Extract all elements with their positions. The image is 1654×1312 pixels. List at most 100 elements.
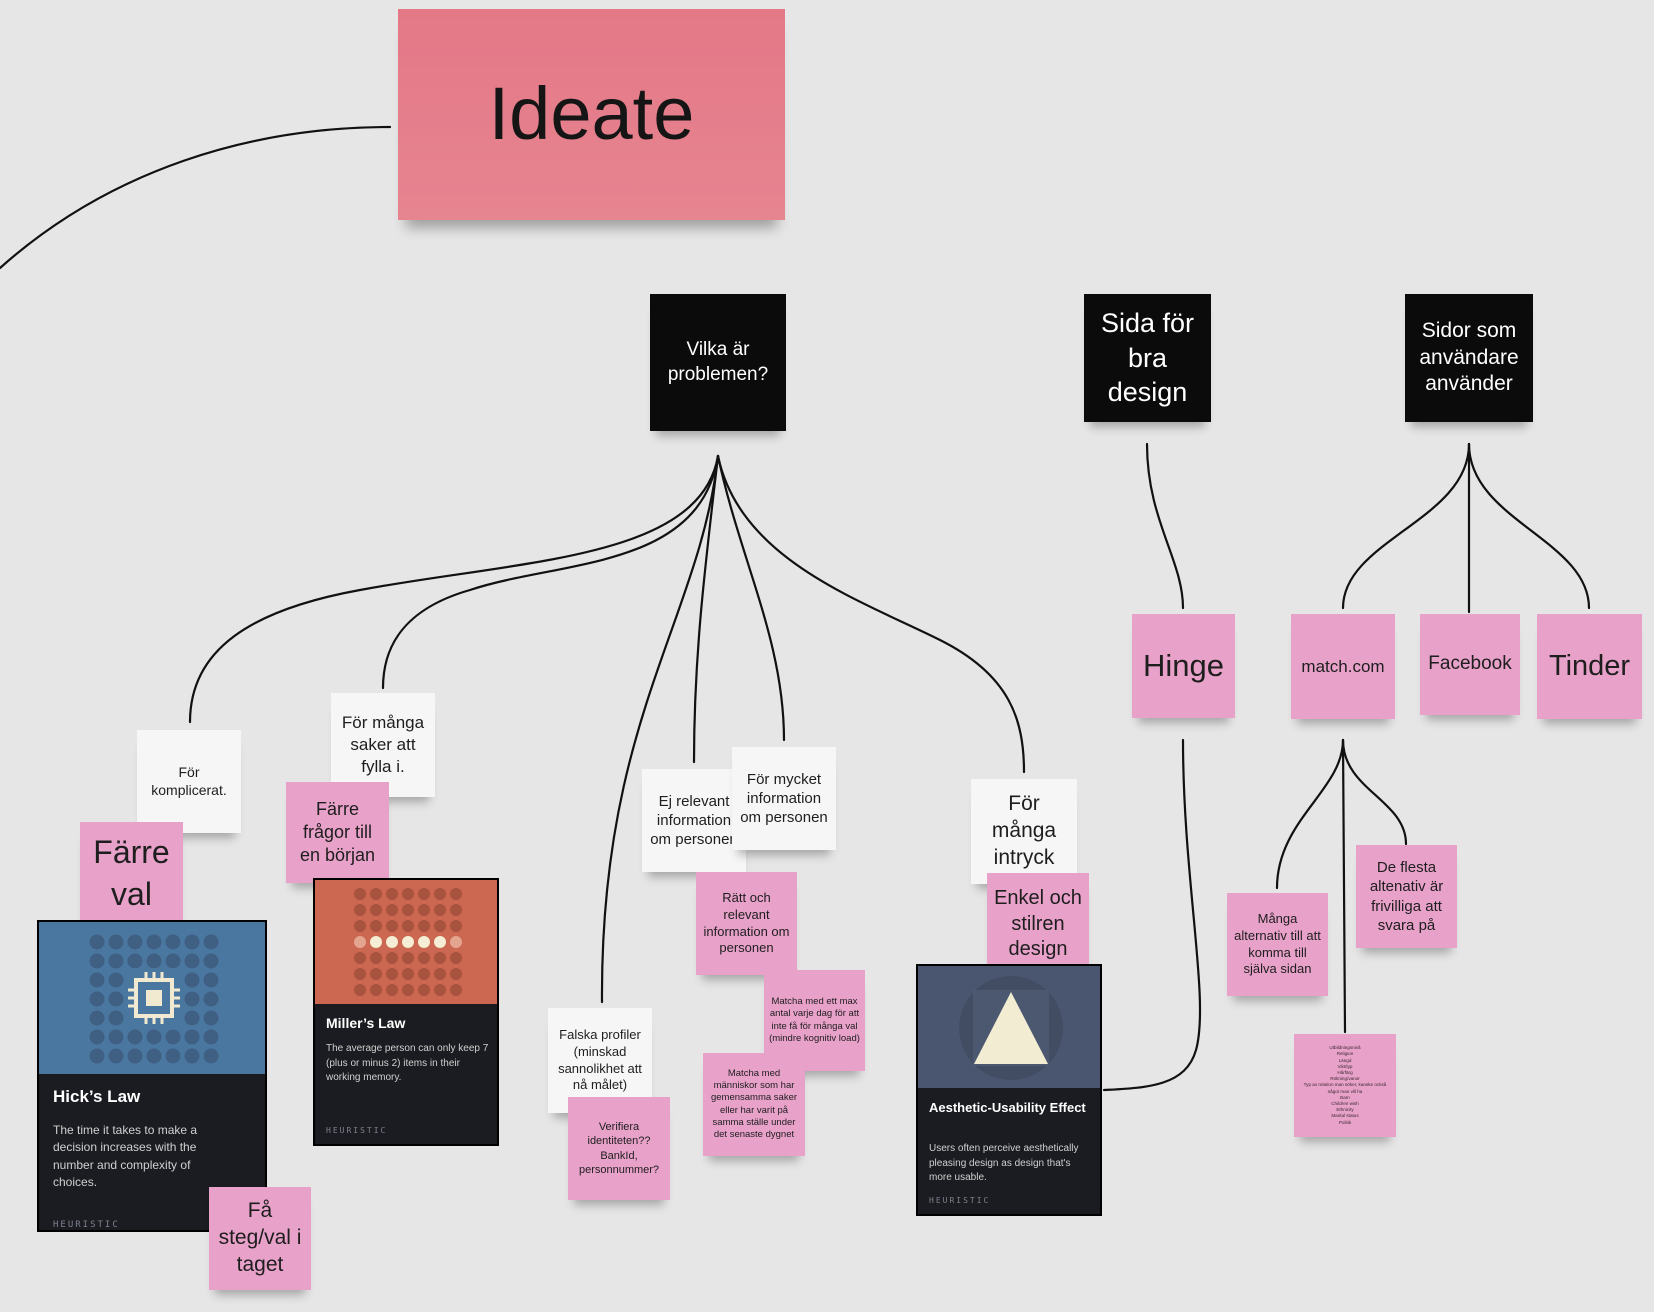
problem-too-much-info[interactable]: För mycket information om personen — [732, 747, 836, 850]
site-tinder-text: Tinder — [1548, 649, 1631, 682]
dot-icon — [127, 1029, 143, 1045]
hicks-law-art — [39, 922, 265, 1074]
dot-icon — [108, 1029, 124, 1045]
connector-to-match — [1341, 442, 1471, 610]
dot-icon — [434, 984, 446, 996]
site-facebook-text: Facebook — [1428, 653, 1512, 675]
connector-match-to-many-alternatives — [1275, 738, 1345, 890]
dot-icon — [386, 920, 398, 932]
dot-icon — [165, 1029, 181, 1045]
site-hinge-note[interactable]: Hinge — [1132, 614, 1235, 718]
site-tinder-note[interactable]: Tinder — [1537, 614, 1642, 719]
dot-icon — [108, 991, 124, 1007]
dot-icon — [370, 888, 382, 900]
dot-icon — [402, 968, 414, 980]
dot-icon — [418, 952, 430, 964]
dot-grid-icon — [354, 888, 462, 996]
millers-law-desc: The average person can only keep 7 (plus… — [326, 1043, 489, 1083]
ideate-title: Ideate — [488, 72, 695, 156]
profile-field-item: Typ av relation man söker, kanske också … — [1303, 1082, 1387, 1094]
solution-match-people-text: Matcha med människor som har gemensamma … — [710, 1068, 798, 1140]
dot-icon — [386, 904, 398, 916]
many-alternatives-note[interactable]: Många alternativ till att komma till sjä… — [1227, 893, 1328, 996]
dot-icon — [434, 920, 446, 932]
connector-to-fake-profiles — [600, 454, 720, 1004]
connector-to-tinder — [1467, 442, 1591, 610]
dot-icon — [89, 1010, 105, 1026]
dot-icon — [89, 991, 105, 1007]
dot-icon — [370, 968, 382, 980]
header-good-design-text: Sida för bra design — [1100, 308, 1195, 408]
dot-icon — [450, 888, 462, 900]
dot-icon — [127, 953, 143, 969]
solution-match-people[interactable]: Matcha med människor som har gemensamma … — [703, 1053, 805, 1156]
dot-icon — [402, 904, 414, 916]
header-good-design[interactable]: Sida för bra design — [1084, 294, 1211, 422]
dot-icon — [184, 991, 200, 1007]
chip-icon — [124, 968, 184, 1028]
dot-icon — [402, 936, 414, 948]
optional-answers-note[interactable]: De flesta altenativ är frivilliga att sv… — [1356, 845, 1457, 948]
profile-field-item: Religion — [1336, 1051, 1354, 1057]
dot-icon — [108, 1010, 124, 1026]
connector-to-too-much-info — [716, 454, 786, 742]
connector-title-offscreen — [0, 125, 392, 270]
connector-hinge-to-aesthetic — [1102, 738, 1202, 1092]
site-hinge-text: Hinge — [1143, 648, 1224, 684]
site-match-note[interactable]: match.com — [1291, 614, 1395, 719]
dot-icon — [386, 936, 398, 948]
problem-too-many-impressions[interactable]: För många intryck — [971, 779, 1077, 884]
dot-icon — [450, 968, 462, 980]
solution-right-info[interactable]: Rätt och relevant information om persone… — [696, 872, 797, 975]
problem-too-many-fields[interactable]: För många saker att fylla i. — [331, 693, 435, 797]
ideate-title-note[interactable]: Ideate — [398, 9, 785, 220]
aesthetic-usability-card[interactable]: Aesthetic-Usability Effect Users often p… — [916, 964, 1102, 1216]
dot-icon — [146, 1048, 162, 1064]
millers-law-card[interactable]: Miller’s Law The average person can only… — [313, 878, 499, 1146]
hicks-law-desc: The time it takes to make a decision inc… — [53, 1123, 198, 1190]
problem-fake-profiles[interactable]: Falska profiler (minskad sannolikhet att… — [548, 1008, 652, 1113]
dot-icon — [370, 920, 382, 932]
dot-icon — [370, 952, 382, 964]
dot-icon — [146, 1029, 162, 1045]
problem-too-many-impressions-text: För många intryck — [991, 792, 1057, 869]
dot-icon — [89, 1048, 105, 1064]
dot-icon — [89, 1029, 105, 1045]
millers-law-tag: HEURISTIC — [326, 1126, 388, 1135]
millers-law-art — [315, 880, 497, 1004]
header-used-sites[interactable]: Sidor som användare använder — [1405, 294, 1533, 422]
profile-field-item: Marital status — [1331, 1113, 1359, 1119]
problem-too-many-fields-text: För många saker att fylla i. — [341, 713, 425, 776]
hicks-law-card[interactable]: Hick’s Law The time it takes to make a d… — [37, 920, 267, 1232]
dot-icon — [418, 920, 430, 932]
problem-too-complicated[interactable]: För komplicerat. — [137, 730, 241, 833]
optional-answers-text: De flesta altenativ är frivilliga att sv… — [1369, 859, 1444, 934]
problem-too-much-info-text: För mycket information om personen — [740, 770, 828, 827]
solution-few-steps[interactable]: Få steg/val i taget — [209, 1187, 311, 1290]
dot-icon — [165, 934, 181, 950]
dot-icon — [108, 972, 124, 988]
site-facebook-note[interactable]: Facebook — [1420, 614, 1520, 715]
problem-irrelevant-info[interactable]: Ej relevant information om personen — [642, 769, 746, 872]
solution-fewer-choices[interactable]: Färre val — [80, 822, 183, 925]
solution-fewer-questions[interactable]: Färre frågor till en början — [286, 782, 389, 883]
aesthetic-usability-art — [918, 966, 1100, 1088]
dot-icon — [203, 991, 219, 1007]
dot-icon — [402, 920, 414, 932]
connector-to-too-many-impressions — [716, 454, 1026, 774]
solution-verify[interactable]: Verifiera identiteten?? BankId, personnu… — [568, 1097, 670, 1200]
header-problems[interactable]: Vilka är problemen? — [650, 294, 786, 431]
solution-simple-design-text: Enkel och stilren design — [994, 887, 1082, 961]
solution-simple-design[interactable]: Enkel och stilren design — [987, 873, 1089, 976]
dot-icon — [203, 1048, 219, 1064]
profile-field-item: Rökning/vanor — [1330, 1076, 1360, 1082]
solution-fewer-questions-text: Färre frågor till en början — [299, 798, 376, 866]
dot-icon — [418, 936, 430, 948]
problem-too-complicated-text: För komplicerat. — [151, 763, 227, 798]
problem-fake-profiles-text: Falska profiler (minskad sannolikhet att… — [558, 1027, 642, 1093]
dot-icon — [184, 953, 200, 969]
dot-icon — [450, 904, 462, 916]
profile-field-item: Children wish — [1331, 1100, 1359, 1106]
dot-icon — [418, 888, 430, 900]
